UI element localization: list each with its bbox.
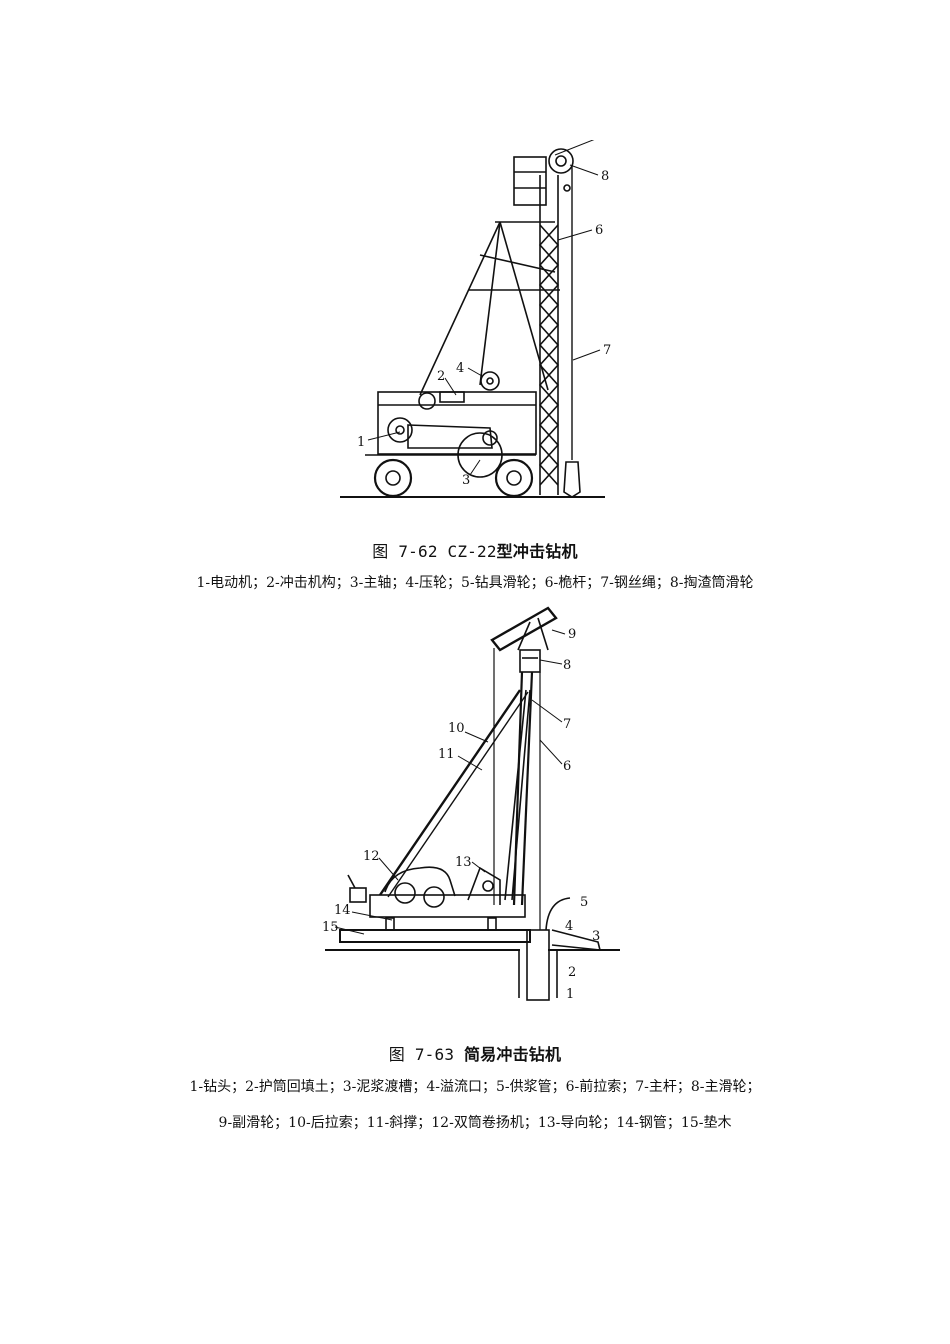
fig2-label-15: 15 [322,920,339,935]
fig2-label-14: 14 [334,903,351,918]
fig2-label-3: 3 [592,929,600,944]
figure-7-63-caption: 图 7-63 简易冲击钻机 [0,1041,950,1065]
fig1-label-4: 4 [456,361,464,376]
fig2-label-10: 10 [448,721,465,736]
fig2-label-13: 13 [455,855,472,870]
fig2-label-9: 9 [568,627,576,642]
fig1-label-1: 1 [357,435,365,450]
fig2-label-8: 8 [563,658,571,673]
fig1-label-2: 2 [437,369,445,384]
fig1-label-6: 6 [595,223,603,238]
fig1-label-3: 3 [462,473,470,488]
fig2-label-4: 4 [565,919,573,934]
fig2-label-5: 5 [580,895,588,910]
figure-7-63-legend-line1: 1-钻头；2-护筒回填土；3-泥浆渡槽；4-溢流口；5-供浆管；6-前拉索；7-… [189,1079,761,1095]
figure-7-62-legend: 1-电动机；2-冲击机构；3-主轴；4-压轮；5-钻具滑轮；6-桅杆；7-钢丝绳… [196,575,754,591]
figure-7-63-drawing: 9 8 7 6 10 11 12 13 14 15 5 4 3 2 1 [322,606,620,1002]
fig1-label-5: 5 [601,140,609,144]
caption-number: 图 7-62 CZ-22 [372,542,497,561]
caption-number: 图 7-63 [388,1045,455,1064]
fig2-label-12: 12 [363,849,380,864]
fig1-label-8: 8 [601,169,609,184]
figure-7-62-drawing: 5 8 6 7 4 2 1 3 [340,140,611,498]
fig2-label-7: 7 [563,717,571,732]
caption-text: 型冲击钻机 [496,542,578,561]
fig2-label-6: 6 [563,759,571,774]
fig2-label-11: 11 [438,747,455,762]
figure-7-63-legend-line2: 9-副滑轮；10-后拉索；11-斜撑；12-双筒卷扬机；13-导向轮；14-钢管… [218,1115,732,1131]
fig1-label-7: 7 [603,343,611,358]
figure-7-62-caption: 图 7-62 CZ-22型冲击钻机 [0,538,950,562]
caption-text: 简易冲击钻机 [464,1045,562,1064]
fig2-label-1: 1 [566,987,574,1002]
fig2-label-2: 2 [568,965,576,980]
